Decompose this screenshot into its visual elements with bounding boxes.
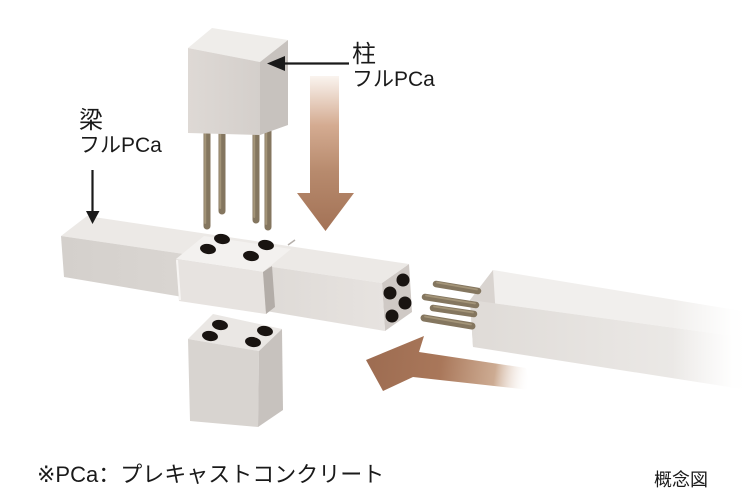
upper-column-block: [188, 28, 288, 135]
sleeve-hole: [200, 243, 216, 255]
beam-joint-recess: [176, 233, 296, 314]
sleeve-hole: [212, 319, 228, 331]
beam-pointer-arrow: [86, 170, 100, 224]
column-label-subtitle: フルPCa: [352, 68, 435, 92]
diagram-caption: 概念図: [654, 470, 708, 490]
beam-end-holes: [383, 273, 412, 323]
upper-block-top-face: [188, 28, 288, 62]
rebar-rod: [432, 280, 482, 295]
rebar-rod-highlight: [433, 305, 474, 314]
rebar-rod-highlight: [425, 294, 476, 305]
sleeve-hole: [385, 309, 399, 323]
sleeve-hole: [257, 325, 273, 337]
beam-label: 梁 フルPCa: [79, 107, 162, 158]
sleeve-hole: [258, 239, 274, 251]
upper-block-front-face: [188, 48, 260, 135]
lower-block-right-face: [258, 329, 283, 427]
sleeve-hole: [243, 250, 259, 262]
drop-direction-arrow-icon: [297, 76, 354, 231]
footnote: ※PCa：プレキャストコンクリート: [37, 462, 385, 487]
joint-step-shadow-face: [263, 266, 275, 314]
rebar-rod: [420, 314, 476, 330]
column-label-title: 柱: [352, 41, 376, 68]
lower-block-holes: [202, 319, 273, 348]
column-pointer-head-icon: [267, 56, 285, 71]
beam-label-title: 梁: [79, 107, 103, 134]
rebar-rod-highlight: [424, 315, 472, 326]
sleeve-hole: [383, 286, 397, 300]
joint-notch-mark: [287, 239, 296, 246]
insert-direction-arrow-icon: [366, 336, 530, 391]
column-pointer-arrow: [267, 56, 349, 71]
lower-column-block: [188, 314, 283, 427]
upper-column-rebars: [203, 124, 272, 231]
rebar-rod-highlight: [436, 281, 478, 291]
joint-recess-front-face: [176, 259, 266, 314]
main-beam: [61, 216, 412, 331]
right-beam-fade: [672, 258, 750, 398]
lower-block-front-face: [188, 339, 259, 427]
sleeve-hole: [398, 296, 412, 310]
rebar-rod: [429, 304, 478, 318]
column-label: 柱 フルPCa: [352, 41, 435, 92]
joint-sleeve-holes: [200, 233, 274, 262]
sleeve-hole: [396, 273, 410, 287]
sleeve-hole: [214, 233, 230, 245]
sleeve-hole: [202, 330, 218, 342]
rebar-rod: [421, 293, 480, 309]
sleeve-hole: [245, 336, 261, 348]
right-beam-rebars: [420, 280, 482, 330]
beam-pointer-head-icon: [86, 211, 100, 224]
joint-step-light-edge: [176, 259, 181, 301]
beam-label-subtitle: フルPCa: [79, 134, 162, 158]
